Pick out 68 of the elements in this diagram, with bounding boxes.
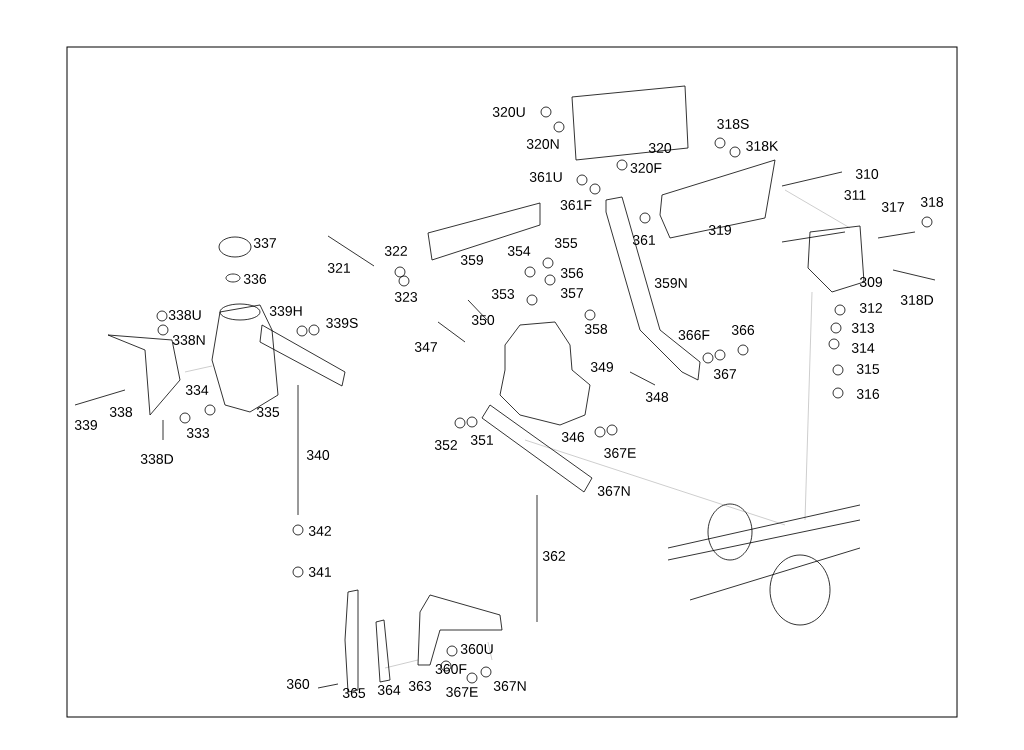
callout-number: 312: [859, 303, 882, 313]
callout-number: 338U: [168, 310, 201, 320]
callout-number: 356: [560, 268, 584, 278]
callout-number: 310: [855, 169, 879, 179]
callout-number: 352: [434, 440, 457, 450]
callout-number: 360F: [435, 664, 467, 674]
callout-number: 360: [286, 679, 310, 689]
callout-number: 349: [590, 362, 613, 372]
callout-number: 334: [185, 385, 209, 395]
callout-number: 320: [648, 143, 672, 153]
callout-number: 366F: [678, 330, 710, 340]
callout-number: 338N: [172, 335, 205, 345]
callout-number: 336: [243, 274, 267, 284]
callout-number: 333: [186, 428, 210, 438]
callout-number: 317: [881, 202, 904, 212]
callout-number: 351: [470, 435, 493, 445]
callout-number: 341: [308, 567, 331, 577]
callout-number: 340: [306, 450, 330, 460]
callout-number: 338: [109, 407, 133, 417]
callout-number: 318D: [900, 295, 934, 305]
callout-number: 323: [394, 292, 418, 302]
callout-number: 367: [713, 369, 736, 379]
callout-number: 367E: [604, 448, 636, 458]
callout-number: 367N: [493, 681, 526, 691]
callout-number: 361: [632, 235, 655, 245]
callout-number: 350: [471, 315, 495, 325]
callout-number: 339H: [269, 306, 302, 316]
callout-number: 318K: [746, 141, 779, 151]
callout-number: 361F: [560, 200, 592, 210]
callout-number: 346: [561, 432, 585, 442]
callout-number: 318: [920, 197, 944, 207]
callout-number: 319: [708, 225, 731, 235]
callout-number: 342: [308, 526, 331, 536]
callout-number: 347: [414, 342, 437, 352]
callout-number: 367N: [597, 486, 630, 496]
callout-number: 313: [851, 323, 875, 333]
callout-number: 359N: [654, 278, 687, 288]
callout-number: 339S: [326, 318, 358, 328]
callout-number: 309: [859, 277, 882, 287]
callout-number: 359: [460, 255, 483, 265]
callout-number: 348: [645, 392, 669, 402]
callout-number: 355: [554, 238, 578, 248]
callout-number: 357: [560, 288, 583, 298]
callout-number: 353: [491, 289, 515, 299]
callout-number: 315: [856, 364, 880, 374]
callout-number: 320U: [492, 107, 525, 117]
callout-number: 338D: [140, 454, 174, 464]
callout-number: 316: [856, 389, 880, 399]
callout-number: 361U: [529, 172, 562, 182]
callout-number: 365: [342, 688, 366, 698]
callout-number: 366: [731, 325, 755, 335]
callout-number: 311: [844, 190, 866, 200]
callout-number: 318S: [717, 119, 749, 129]
callout-number: 364: [377, 685, 401, 695]
callout-number: 320N: [526, 139, 559, 149]
callout-number: 322: [384, 246, 407, 256]
callout-number: 335: [256, 407, 280, 417]
callout-number: 339: [74, 420, 97, 430]
callout-number: 358: [584, 324, 608, 334]
callout-number: 321: [327, 263, 350, 273]
callout-number: 314: [851, 343, 875, 353]
callout-number: 337: [253, 238, 276, 248]
callout-number: 354: [507, 246, 531, 256]
callout-number: 363: [408, 681, 432, 691]
callout-number: 320F: [630, 163, 662, 173]
callout-number: 367E: [446, 687, 478, 697]
callout-number: 360U: [460, 644, 493, 654]
callout-number: 362: [542, 551, 565, 561]
